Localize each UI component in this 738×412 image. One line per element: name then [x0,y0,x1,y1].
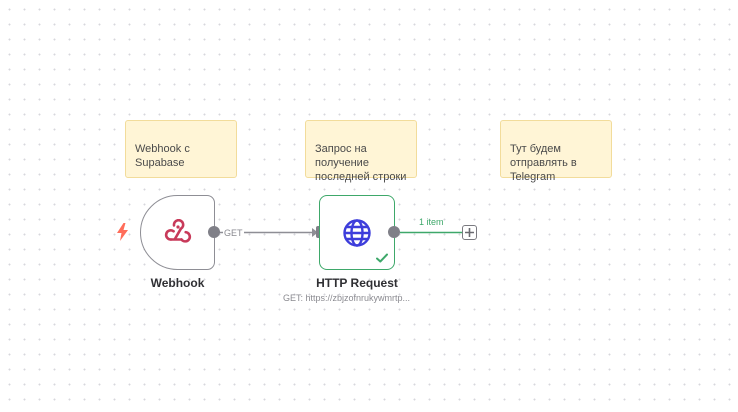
sticky-note-webhook[interactable]: Webhook с Supabase [125,120,237,178]
add-node-button[interactable] [462,225,477,240]
sticky-note-text: Запрос на получение последней строки [315,143,407,183]
http-request-node-label: HTTP Request [316,276,398,290]
webhook-node[interactable] [140,195,215,270]
connection-arrowhead [312,228,318,237]
bolt-icon [117,223,128,241]
webhook-icon [164,218,191,243]
sticky-note-request[interactable]: Запрос на получение последней строки [305,120,417,183]
sticky-note-text: Webhook с Supabase [135,143,190,169]
http-request-node[interactable] [319,195,395,270]
http-request-output-port[interactable] [388,226,400,238]
connection-label-get: GET [223,228,244,238]
webhook-output-port[interactable] [208,226,220,238]
plus-icon [465,228,474,237]
http-request-node-subtitle: GET: https://zbjzofnrukywmrtp... [283,293,411,303]
globe-icon [343,218,371,247]
webhook-node-label: Webhook [150,276,205,290]
sticky-note-telegram[interactable]: Тут будем отправлять в Telegram [500,120,612,183]
connection-label-item-count: 1 item [419,217,444,227]
check-icon [376,253,388,263]
sticky-note-text: Тут будем отправлять в Telegram [510,143,577,183]
